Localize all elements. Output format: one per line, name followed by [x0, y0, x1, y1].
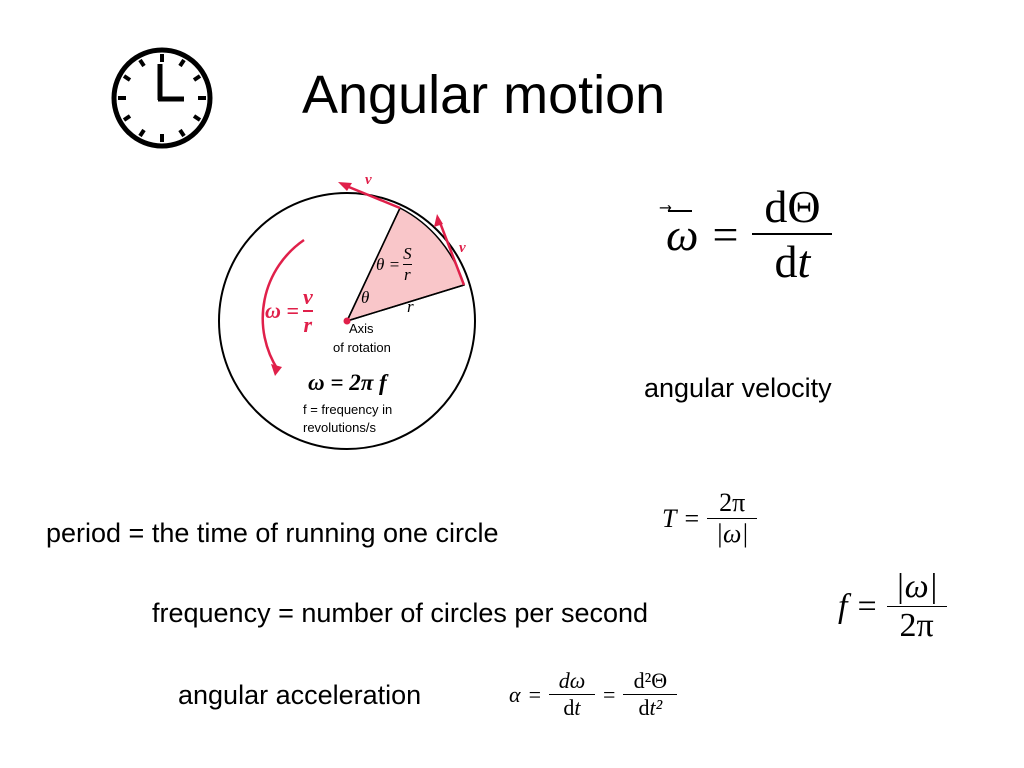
period-equation: T = 2π |ω| — [662, 488, 758, 549]
clock-icon — [111, 47, 213, 149]
theta-equation: θ = S r — [376, 244, 412, 284]
angular-acceleration-equation: α = dω dt = d²Θ dt² — [509, 668, 678, 721]
frequency-label: frequency = number of circles per second — [152, 598, 649, 628]
frequency-note-line2: revolutions/s — [303, 420, 376, 435]
axis-label-line1: Axis — [349, 321, 374, 336]
theta-symbol: θ — [361, 288, 370, 307]
frequency-note-line1: f = frequency in — [303, 402, 393, 417]
angular-velocity-equation: ⃗ ω = dΘ dt — [666, 180, 833, 288]
omega-2pi-f-equation: ω = 2π f — [308, 370, 387, 395]
omega-v-over-r-equation: ω = v r — [265, 284, 313, 337]
omega-vector: ⃗ ω — [666, 208, 699, 260]
angular-velocity-label: angular velocity — [644, 373, 832, 403]
page-title: Angular motion — [302, 65, 666, 125]
angular-acceleration-label: angular acceleration — [178, 680, 422, 710]
axis-dot — [343, 317, 351, 325]
velocity-label-top: v — [365, 172, 372, 188]
radius-label: r — [407, 297, 414, 316]
period-label: period = the time of running one circle — [46, 518, 499, 548]
axis-label-line2: of rotation — [333, 340, 391, 355]
velocity-label-right: v — [459, 240, 466, 256]
frequency-equation: f = |ω| 2π — [838, 568, 947, 645]
